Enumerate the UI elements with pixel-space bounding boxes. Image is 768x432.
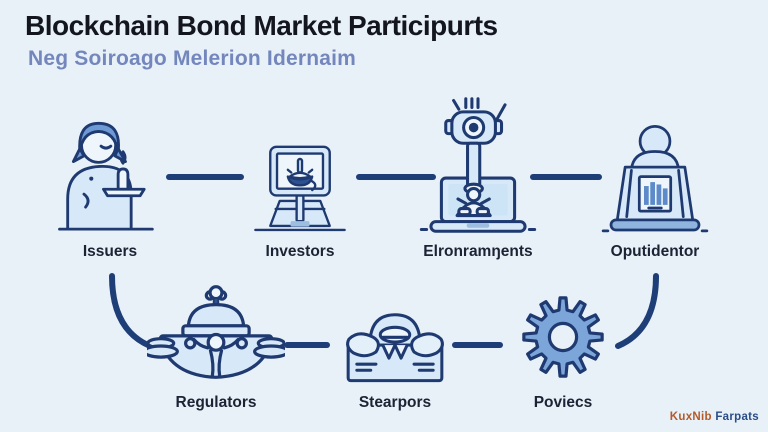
node-label: Regulators — [175, 394, 257, 411]
node-regulators: Regulators — [131, 283, 301, 412]
connector-issuers-investors — [166, 174, 244, 180]
stearpors-ledger-icon — [334, 283, 456, 385]
page-title: Blockchain Bond Market Participurts — [25, 10, 498, 41]
issuer-person-icon — [53, 88, 167, 234]
environment-laptop-robot-icon — [417, 88, 539, 234]
watermark: KuxNib Farpats — [670, 411, 759, 423]
connector-investors-environments — [356, 174, 436, 180]
node-issuers: Issuers — [25, 88, 195, 261]
node-label: Poviecs — [533, 394, 593, 411]
page-subtitle: Neg Soiroago Melerion Idernaim — [28, 47, 357, 70]
node-label: Elronramŋents — [423, 243, 533, 260]
node-label: Oputidentor — [610, 243, 700, 260]
operator-podium-icon — [600, 88, 710, 234]
node-services: Poviecs — [478, 283, 648, 412]
watermark-word2: Farpats — [715, 411, 759, 423]
investor-monitor-icon — [252, 88, 348, 234]
node-label: Issuers — [82, 243, 138, 260]
node-environments: Elronramŋents — [393, 88, 563, 261]
connector-environments-operator — [530, 174, 602, 180]
regulator-saucer-icon — [147, 283, 285, 385]
node-operator: Oputidentor — [570, 88, 740, 261]
watermark-word1: KuxNib — [669, 411, 712, 423]
connector-stearpors-services — [452, 342, 503, 348]
node-label: Investors — [265, 243, 335, 260]
services-gear-icon — [515, 283, 611, 385]
node-label: Stearpors — [358, 394, 432, 411]
node-investors: Investors — [215, 88, 385, 261]
connector-regulators-stearpors — [284, 342, 330, 348]
node-stearpors: Stearpors — [310, 283, 480, 412]
